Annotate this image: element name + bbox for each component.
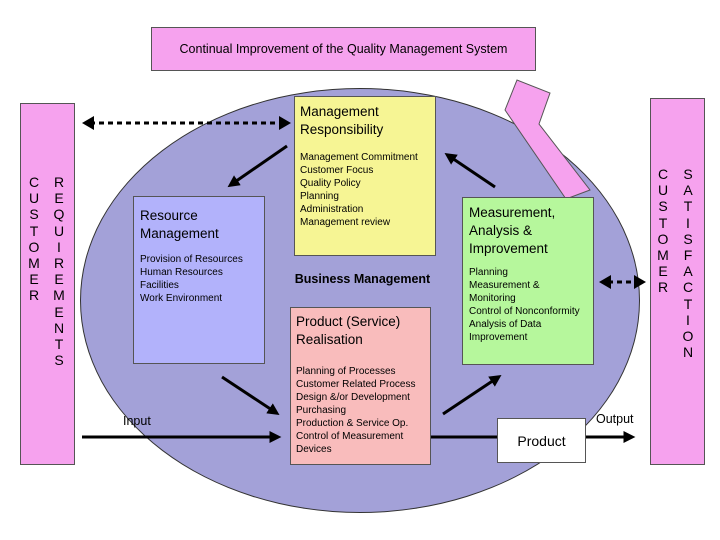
measurement-analysis-box: Measurement, Analysis & Improvement Plan… [462, 197, 594, 365]
output-label: Output [596, 412, 634, 426]
list-item: Measurement & [469, 280, 540, 291]
letter: T [658, 214, 668, 231]
arrow-mgmt-to-resource [227, 144, 288, 188]
list-item: Work Environment [140, 293, 223, 304]
letter: E [54, 190, 64, 207]
management-title-line2: Responsibility [300, 122, 384, 137]
list-item: Purchasing [296, 405, 347, 416]
measurement-title-line1: Measurement, [469, 205, 556, 220]
list-item: Management Commitment [300, 152, 418, 163]
management-responsibility-box: Management Responsibility Management Com… [294, 96, 436, 256]
letter: O [657, 230, 669, 247]
letter: I [57, 238, 61, 255]
list-item: Planning [469, 267, 508, 278]
business-management-label: Business Management [294, 272, 431, 286]
continual-improvement-title: Continual Improvement of the Quality Man… [151, 27, 536, 71]
letter: E [54, 271, 64, 288]
letter: U [53, 222, 65, 239]
list-item: Production & Service Op. [296, 418, 409, 429]
letter: C [657, 166, 669, 182]
list-item: Quality Policy [300, 178, 361, 189]
product-box: Product [497, 418, 586, 463]
list-item: Control of Nonconformity [469, 306, 580, 317]
letter: T [683, 295, 693, 312]
list-item: Design &/or Development [296, 392, 410, 403]
letter: A [683, 182, 693, 199]
letter: I [686, 311, 690, 328]
letter: A [683, 263, 693, 280]
measurement-title-line3: Improvement [469, 241, 548, 256]
list-item: Control of Measurement [296, 431, 404, 442]
letter: M [28, 254, 40, 271]
letter: E [29, 271, 39, 288]
list-item: Human Resources [140, 267, 223, 278]
letter: R [28, 287, 40, 304]
letter: I [686, 214, 690, 231]
product-realisation-box: Product (Service) Realisation Planning o… [290, 307, 431, 465]
letter: S [29, 206, 39, 223]
list-item: Provision of Resources [140, 254, 243, 265]
letter: C [28, 174, 40, 190]
resource-title-line1: Resource [140, 208, 198, 223]
letter: Q [53, 206, 65, 223]
letter: T [54, 335, 64, 352]
realisation-title-line1: Product (Service) [296, 314, 401, 329]
list-item: Administration [300, 204, 364, 215]
list-item: Customer Related Process [296, 379, 416, 390]
list-item: Devices [296, 444, 332, 455]
list-item: Planning [300, 191, 339, 202]
measurement-title-line2: Analysis & [469, 223, 533, 238]
management-title-line1: Management [300, 104, 379, 119]
letter: R [657, 279, 669, 296]
letter: E [658, 263, 668, 280]
letter: E [54, 303, 64, 320]
arrow-measure-to-mgmt [444, 152, 496, 189]
letter: R [53, 174, 65, 190]
letter: R [53, 254, 65, 271]
list-item: Analysis of Data [469, 319, 542, 330]
letter: T [683, 198, 693, 215]
resource-management-box: Resource Management Provision of Resourc… [133, 196, 265, 364]
list-item: Monitoring [469, 293, 516, 304]
list-item: Facilities [140, 280, 179, 291]
list-item: Management review [300, 217, 391, 228]
letter: O [682, 327, 694, 344]
letter: N [53, 319, 65, 336]
realisation-title-line2: Realisation [296, 332, 363, 347]
letter: C [682, 279, 694, 296]
letter: M [53, 287, 65, 304]
letter: S [658, 198, 668, 215]
letter: S [683, 166, 693, 182]
letter: M [657, 246, 669, 263]
improvement-arrow [504, 79, 591, 200]
letter: N [682, 344, 694, 361]
letter: T [29, 222, 39, 239]
letter: U [28, 190, 40, 207]
arrow-resource-to-realisation [221, 375, 280, 415]
list-item: Customer Focus [300, 165, 374, 176]
arrow-realisation-to-measure [442, 375, 502, 416]
letter: S [54, 352, 64, 369]
letter: F [683, 246, 693, 263]
list-item: Improvement [469, 332, 528, 343]
list-item: Planning of Processes [296, 366, 396, 377]
input-label: Input [123, 414, 151, 428]
resource-title-line2: Management [140, 226, 219, 241]
letter: U [657, 182, 669, 199]
letter: O [28, 238, 40, 255]
letter: S [683, 230, 693, 247]
